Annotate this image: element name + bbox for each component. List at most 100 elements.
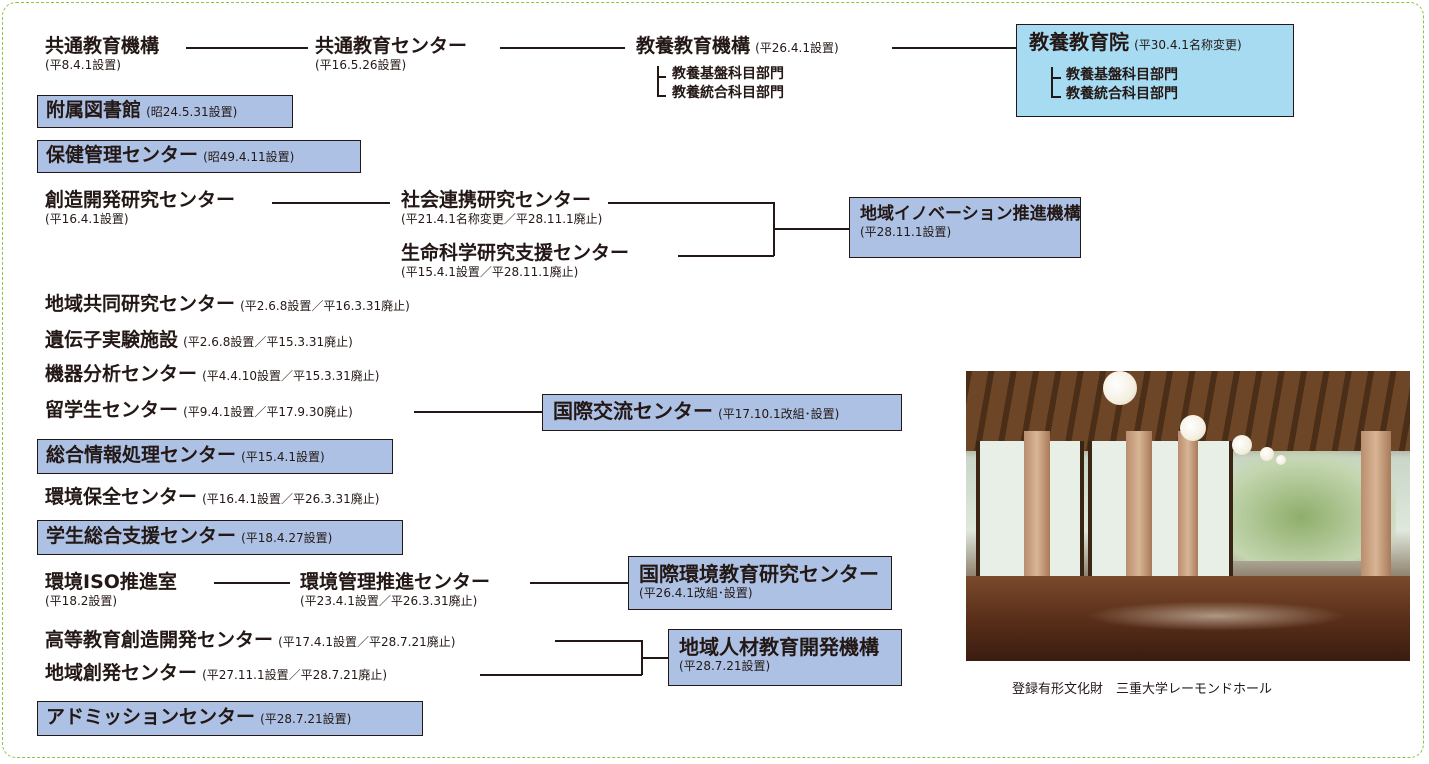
node-title: 保健管理センター: [46, 144, 199, 166]
dept-label: 教養統合科目部門: [672, 85, 784, 101]
connector-line: [214, 582, 290, 584]
node-note: (平18.2設置): [45, 593, 118, 608]
node-koto-kyoiku: 高等教育創造開発センター (平17.4.1設置／平28.7.21廃止): [45, 629, 455, 652]
node-note: (平26.4.1改組･設置): [639, 586, 753, 600]
dept-label: 教養基盤科目部門: [1066, 67, 1178, 83]
node-title: 環境保全センター: [45, 486, 198, 508]
node-note: (平27.11.1設置／平28.7.21廃止): [202, 668, 388, 682]
node-toshokan: 附属図書館 (昭24.5.31設置): [37, 95, 293, 128]
node-kyotsu-kiko: 共通教育機構 (平8.4.1設置): [45, 35, 160, 73]
node-title: 地域創発センター: [45, 662, 198, 684]
node-title: 社会連携研究センター: [401, 189, 592, 211]
node-title: 留学生センター: [45, 399, 179, 421]
node-note: (平2.6.8設置／平16.3.31廃止): [240, 299, 410, 313]
dept-bracket: [657, 66, 659, 96]
photo-caption: 登録有形文化財 三重大学レーモンドホール: [1012, 682, 1273, 697]
node-title: 附属図書館: [46, 99, 142, 121]
pendant-lamp: [1103, 371, 1137, 405]
curtain: [1126, 431, 1152, 581]
node-title: 教養教育機構: [636, 35, 751, 57]
node-note: (平28.7.21設置): [260, 712, 352, 726]
node-admission: アドミッションセンター (平28.7.21設置): [37, 701, 423, 736]
node-note: (平2.6.8設置／平15.3.31廃止): [183, 335, 353, 349]
node-note: (平23.4.1設置／平26.3.31廃止): [300, 593, 478, 608]
node-title: 環境管理推進センター: [300, 571, 491, 593]
node-note: (平26.4.1設置): [755, 41, 839, 55]
window-pane: [1191, 441, 1233, 581]
node-kyoyo-kiko: 教養教育機構 (平26.4.1設置): [636, 35, 839, 58]
node-kiki-bunseki: 機器分析センター (平4.4.10設置／平15.3.31廃止): [45, 363, 380, 386]
node-kyotsu-center: 共通教育センター (平16.5.26設置): [315, 35, 468, 73]
node-title: 地域共同研究センター: [45, 293, 236, 315]
dept-label: 教養基盤科目部門: [672, 66, 784, 82]
node-ryugakusei: 留学生センター (平9.4.1設置／平17.9.30廃止): [45, 399, 353, 422]
node-title: 国際環境教育研究センター: [639, 562, 879, 586]
node-kankyo-kanri: 環境管理推進センター (平23.4.1設置／平26.3.31廃止): [300, 571, 491, 609]
node-kankyo-hozen: 環境保全センター (平16.4.1設置／平26.3.31廃止): [45, 486, 380, 509]
connector-line: [414, 411, 542, 413]
dept-tick: [657, 95, 666, 97]
node-note: (平18.4.27設置): [241, 531, 333, 545]
node-sozo-kaihatsu: 創造開発研究センター (平16.4.1設置): [45, 189, 236, 227]
node-note: (平30.4.1名称変更): [1134, 38, 1242, 52]
node-note: (平9.4.1設置／平17.9.30廃止): [183, 405, 353, 419]
connector-line: [480, 674, 642, 676]
node-title: 教養教育院: [1029, 30, 1129, 54]
node-title: 国際交流センター: [553, 399, 713, 423]
node-note: (平15.4.1設置／平28.11.1廃止): [401, 264, 579, 279]
connector-line: [608, 202, 774, 204]
node-note: (昭24.5.31設置): [146, 105, 238, 119]
node-chiiki-kyodo: 地域共同研究センター (平2.6.8設置／平16.3.31廃止): [45, 293, 410, 316]
node-note: (平16.5.26設置): [315, 57, 407, 72]
node-kankyo-iso: 環境ISO推進室 (平18.2設置): [45, 571, 177, 609]
node-shakai-renkei: 社会連携研究センター (平21.4.1名称変更／平28.11.1廃止): [401, 189, 603, 227]
connector-line: [641, 657, 668, 659]
node-title: 共通教育センター: [315, 35, 468, 57]
node-chiiki-sohatsu: 地域創発センター (平27.11.1設置／平28.7.21廃止): [45, 662, 388, 685]
connector-line: [186, 47, 308, 49]
dept-tick: [1051, 77, 1061, 79]
node-note: (平28.7.21設置): [679, 659, 771, 673]
node-gakusei-shien: 学生総合支援センター (平18.4.27設置): [37, 520, 403, 555]
node-chiiki-jinzai: 地域人材教育開発機構 (平28.7.21設置): [668, 629, 902, 686]
node-title: 地域人材教育開発機構: [679, 635, 879, 659]
node-kyoyo-in: 教養教育院 (平30.4.1名称変更): [1016, 24, 1294, 117]
node-sogo-joho: 総合情報処理センター (平15.4.1設置): [37, 439, 393, 474]
floor-reflection: [1086, 601, 1346, 631]
node-idenshi: 遺伝子実験施設 (平2.6.8設置／平15.3.31廃止): [45, 329, 353, 352]
pendant-lamp: [1276, 455, 1286, 465]
connector-line: [773, 228, 849, 230]
node-note: (平15.4.1設置): [241, 450, 325, 464]
node-hoken: 保健管理センター (昭49.4.11設置): [37, 140, 361, 173]
node-seimei-kagaku: 生命科学研究支援センター (平15.4.1設置／平28.11.1廃止): [401, 242, 630, 280]
pendant-lamp: [1260, 447, 1274, 461]
node-title: 共通教育機構: [45, 35, 160, 57]
node-note: (平17.10.1改組･設置): [718, 407, 840, 421]
connector-line: [892, 47, 1016, 49]
curtain: [1178, 431, 1198, 581]
node-title: 創造開発研究センター: [45, 189, 236, 211]
node-title: 総合情報処理センター: [46, 444, 237, 466]
node-chiiki-innov: 地域イノベーション推進機構 (平28.11.1設置): [849, 197, 1081, 258]
node-note: (平8.4.1設置): [45, 57, 121, 72]
node-note: (平4.4.10設置／平15.3.31廃止): [202, 369, 380, 383]
node-title: 高等教育創造開発センター: [45, 629, 274, 651]
node-title: 学生総合支援センター: [46, 525, 237, 547]
connector-line: [530, 582, 628, 584]
node-title: 生命科学研究支援センター: [401, 242, 630, 264]
node-title: 遺伝子実験施設: [45, 329, 179, 351]
node-note: (平21.4.1名称変更／平28.11.1廃止): [401, 211, 603, 226]
dept-label: 教養統合科目部門: [1066, 86, 1178, 102]
connector-line: [272, 202, 390, 204]
node-note: (平16.4.1設置／平26.3.31廃止): [202, 492, 380, 506]
dept-bracket: [1051, 67, 1053, 97]
connector-line: [678, 255, 774, 257]
curtain: [1361, 431, 1391, 581]
node-title: 地域イノベーション推進機構: [860, 204, 1081, 224]
node-note: (平28.11.1設置): [860, 224, 952, 239]
connector-line: [555, 640, 642, 642]
pendant-lamp: [1232, 435, 1252, 455]
node-title: 機器分析センター: [45, 363, 198, 385]
node-note: (昭49.4.11設置): [203, 150, 295, 164]
